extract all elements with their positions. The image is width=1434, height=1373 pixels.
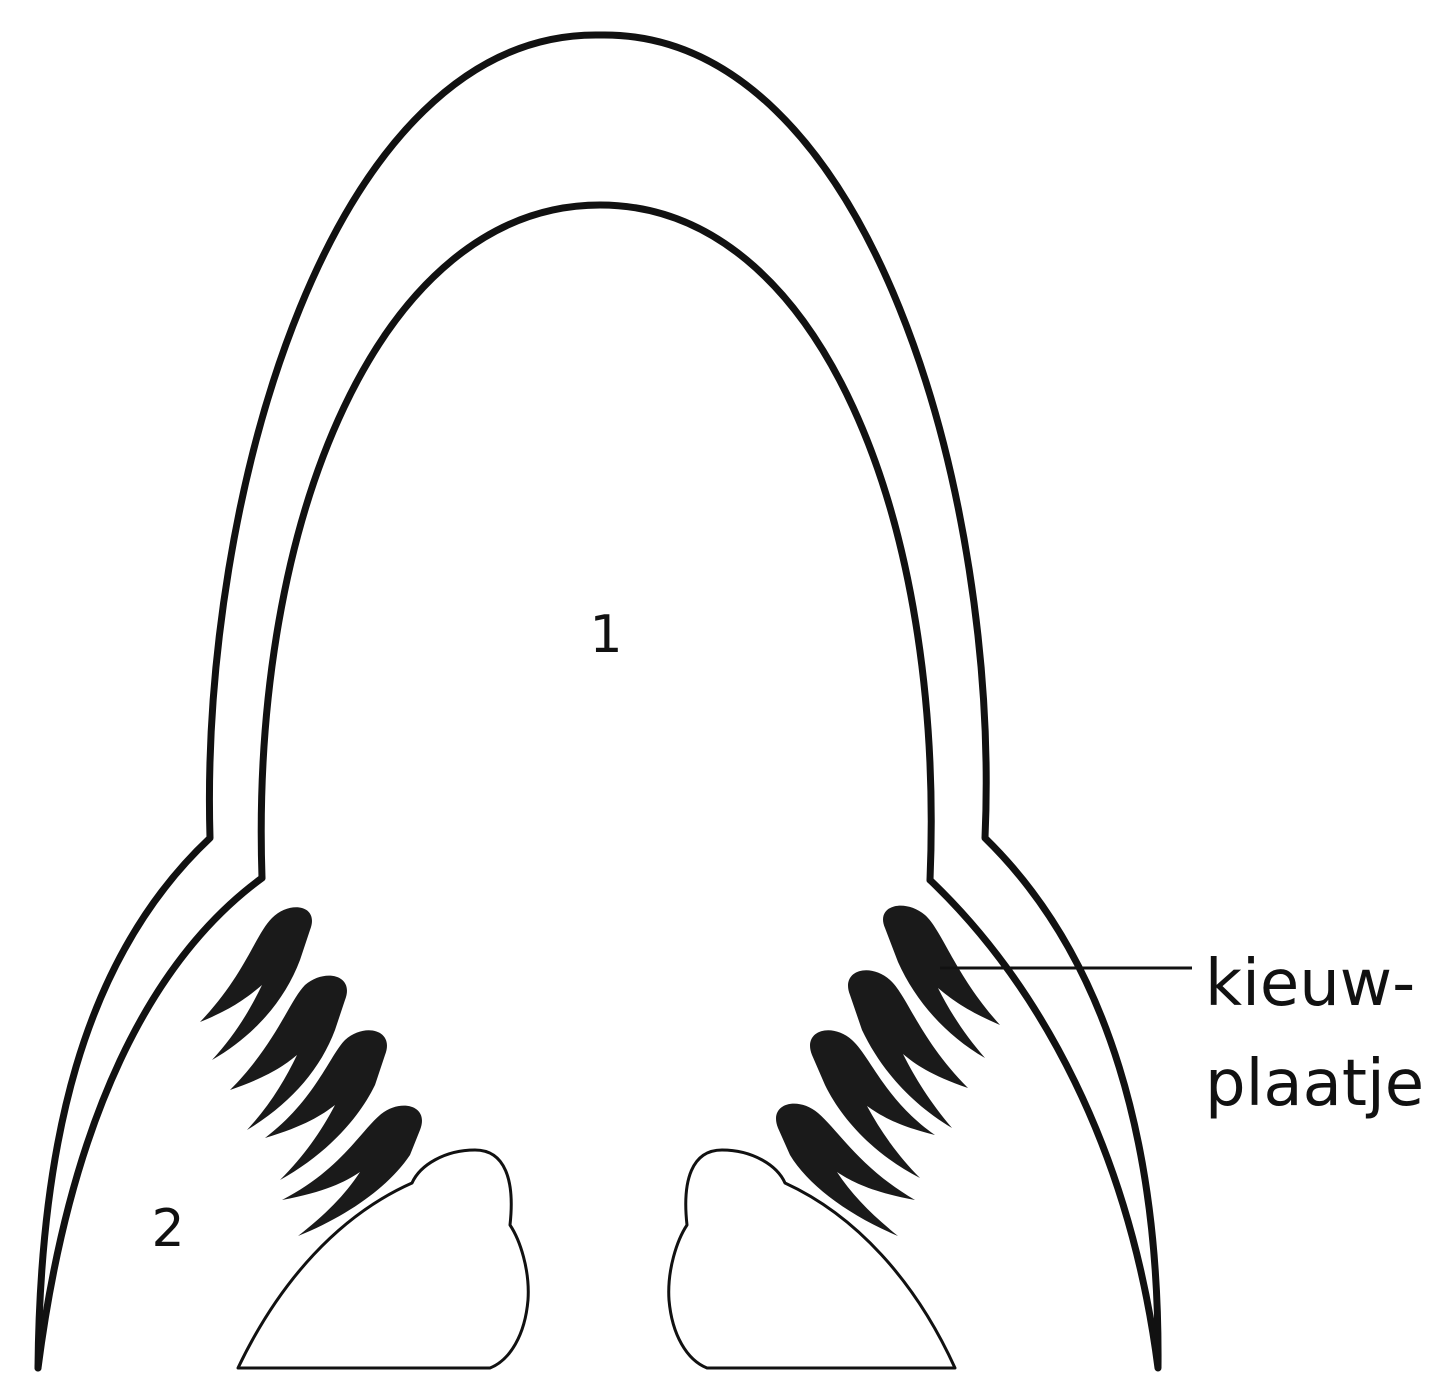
region-label-2: 2 bbox=[151, 1199, 184, 1259]
inner-cavity-outline bbox=[261, 205, 931, 880]
pectoral-right bbox=[669, 1150, 955, 1368]
callout-label-line2: plaatje bbox=[1205, 1047, 1424, 1121]
gill-plates-right bbox=[776, 906, 1000, 1236]
operculum-inner-left bbox=[38, 878, 262, 1368]
outer-head-outline bbox=[38, 35, 1158, 1368]
gill-plates-left bbox=[200, 907, 422, 1236]
callout-label-line1: kieuw- bbox=[1205, 947, 1415, 1021]
region-label-1: 1 bbox=[589, 605, 622, 665]
